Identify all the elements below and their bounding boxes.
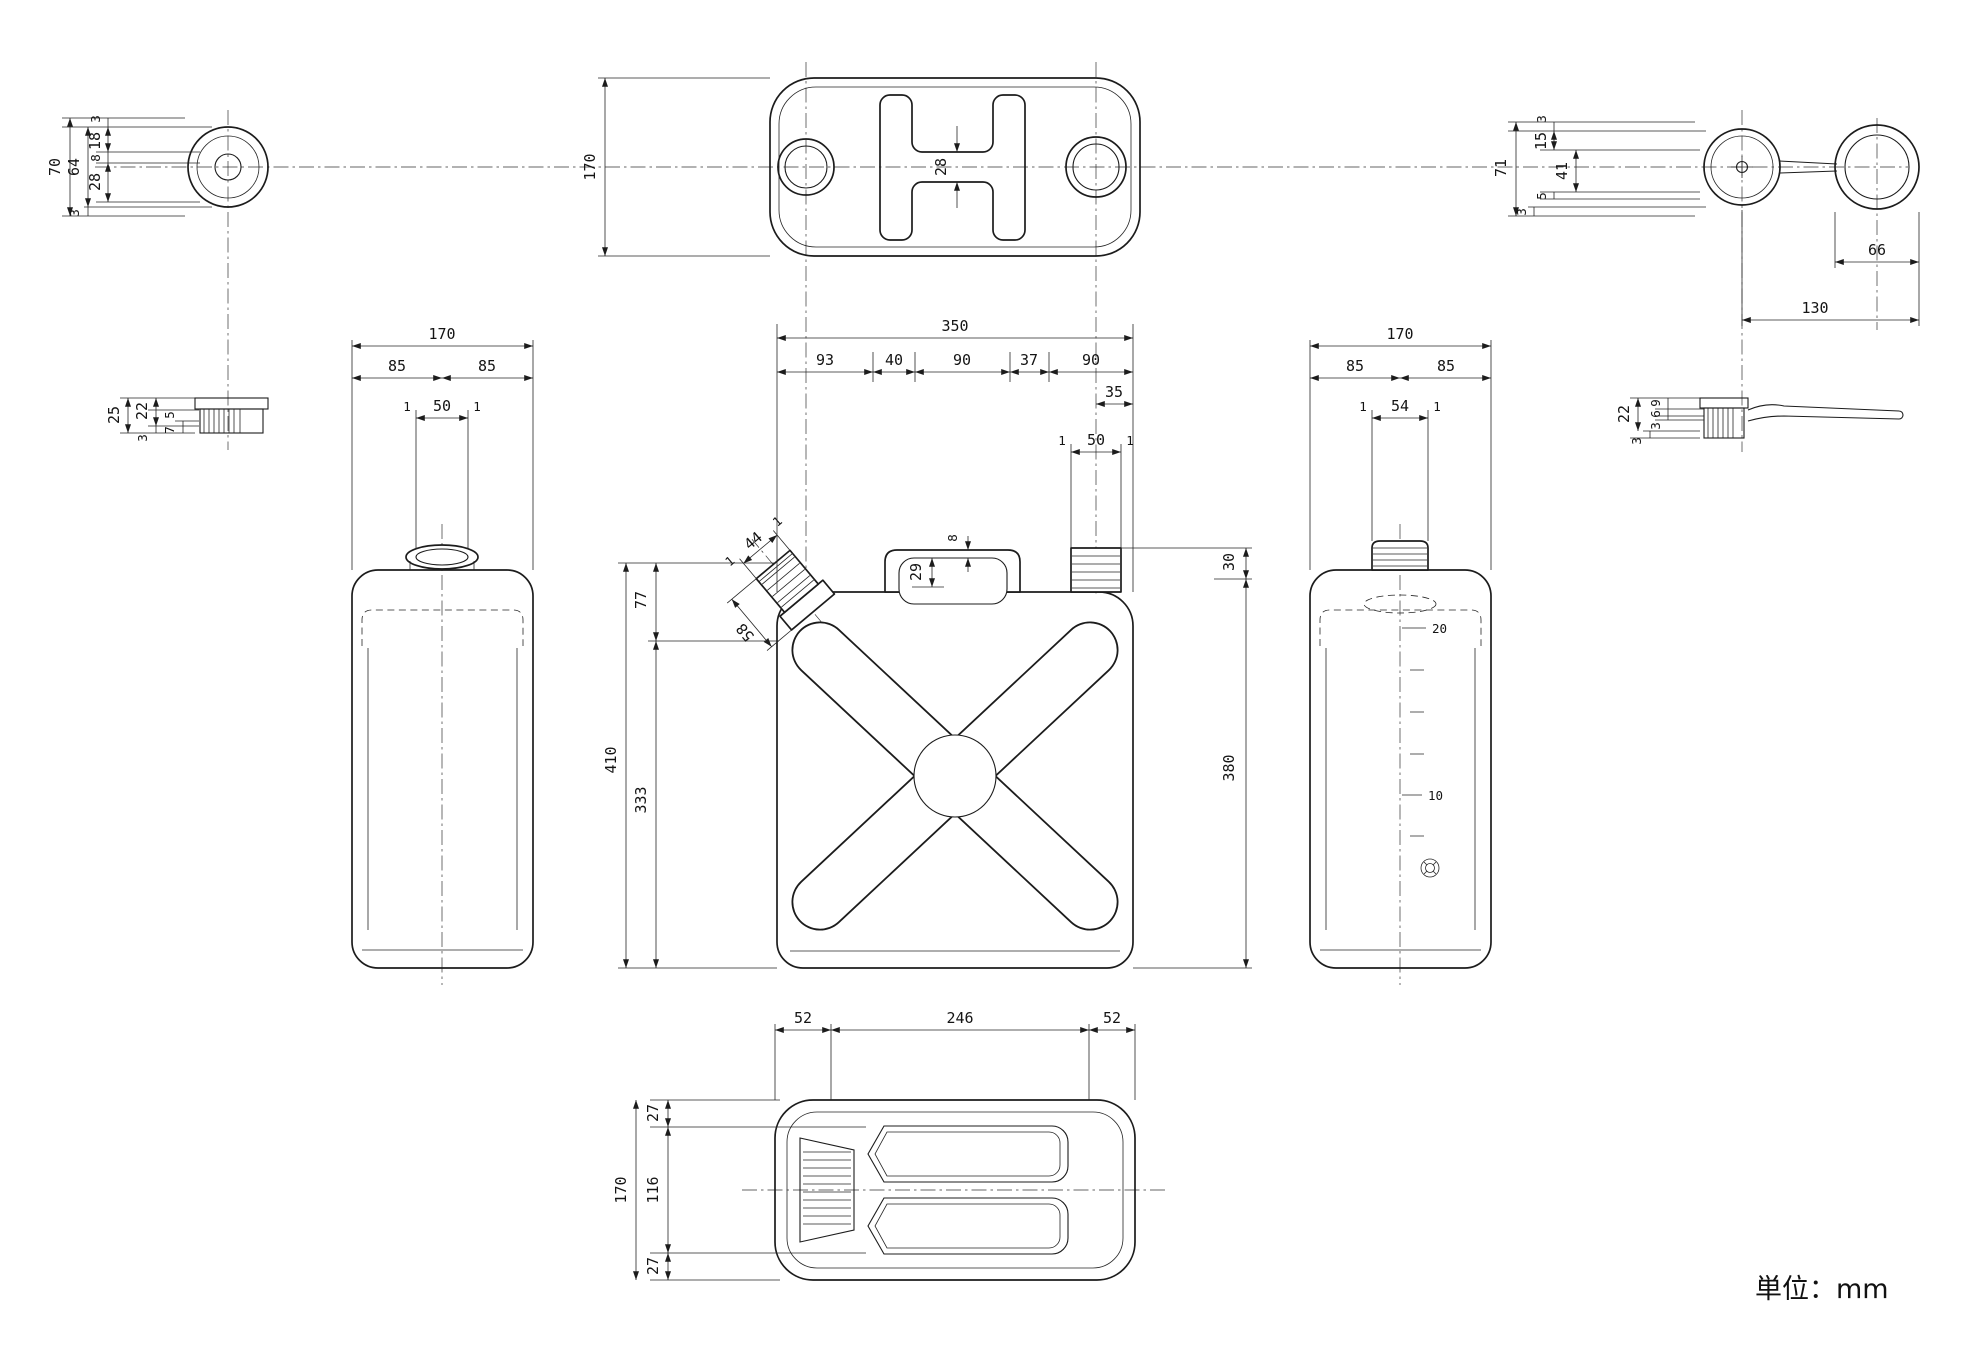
dim-label: 27: [644, 1257, 662, 1275]
dim-label: 3: [1534, 115, 1549, 123]
dim-label: 3: [1648, 422, 1663, 430]
dim-label: 380: [1220, 754, 1238, 781]
dim-label: 170: [612, 1176, 630, 1203]
dim-label: 64: [65, 158, 83, 176]
dim-label: 1: [473, 399, 481, 414]
dim-label: 6: [1648, 410, 1663, 418]
dim-label: 50: [1087, 431, 1105, 449]
dim-label: 170: [581, 153, 599, 180]
gauge-label: 10: [1428, 788, 1443, 803]
dim-label: 5: [162, 411, 177, 419]
bottom-view: 52 246 52 27 116 27 170: [612, 1009, 1136, 1281]
dim-label: 37: [1020, 351, 1038, 369]
dim-label: 66: [1868, 241, 1886, 259]
dim-label: 22: [1615, 405, 1633, 423]
dim-label: 28: [86, 173, 104, 191]
dim-label: 29: [907, 563, 925, 581]
dim-label: 90: [1082, 351, 1100, 369]
dim-label: 7: [162, 426, 177, 434]
dim-label: 93: [816, 351, 834, 369]
dim-label: 71: [1492, 159, 1510, 177]
dim-label: 85: [1437, 357, 1455, 375]
dim-label: 85: [388, 357, 406, 375]
dim-label: 3: [1629, 437, 1644, 445]
dim-label: 9: [1648, 399, 1663, 407]
dim-label: 410: [602, 746, 620, 773]
dim-label: 1: [722, 553, 737, 569]
cap-detail-right-view: 71 3 15 41 5 3 66 130: [1492, 115, 1920, 326]
cap-profile-right-view: 22 9 6 3 3: [1615, 397, 1904, 445]
dim-label: 8: [945, 534, 960, 542]
dim-label: 1: [1058, 433, 1066, 448]
dim-label: 54: [1391, 397, 1409, 415]
dim-label: 3: [88, 115, 103, 123]
dim-label: 3: [135, 434, 150, 442]
dim-label: 50: [433, 397, 451, 415]
dim-label: 5: [1534, 192, 1549, 200]
dim-label: 52: [794, 1009, 812, 1027]
dim-label: 27: [644, 1104, 662, 1122]
dim-label: 246: [946, 1009, 973, 1027]
vent-detail: [1420, 858, 1440, 878]
dim-label: 25: [105, 406, 123, 424]
dim-label: 35: [1105, 383, 1123, 401]
dim-label: 52: [1103, 1009, 1121, 1027]
neck-right: [1070, 547, 1122, 593]
dim-label: 350: [941, 317, 968, 335]
dim-label: 1: [403, 399, 411, 414]
dim-label: 116: [644, 1176, 662, 1203]
centerlines: [95, 62, 1908, 1191]
dim-label: 8: [88, 154, 103, 162]
dim-label: 30: [1220, 553, 1238, 571]
dim-label: 1: [1359, 399, 1367, 414]
recess-upper: [867, 1125, 1069, 1183]
dim-label: 18: [86, 132, 104, 150]
top-view: 28 170: [581, 77, 1141, 257]
dim-label: 170: [428, 325, 455, 343]
grip-ribs: [799, 1137, 855, 1243]
handle-cutout: [879, 94, 1026, 241]
level-gauge: 20 10: [1402, 621, 1447, 837]
dim-label: 1: [1126, 433, 1134, 448]
spout: 1 44 1 58: [722, 513, 836, 651]
dim-label: 70: [46, 158, 64, 176]
recess-lower: [867, 1197, 1069, 1255]
center-boss: [913, 734, 997, 818]
dim-label: 130: [1801, 299, 1828, 317]
dim-label: 3: [1514, 208, 1529, 216]
dim-label: 85: [1346, 357, 1364, 375]
dim-label: 1: [1433, 399, 1441, 414]
dim-label: 170: [1386, 325, 1413, 343]
side-view-right: 20 10 170 85 85 1 54 1: [1309, 325, 1492, 969]
gauge-label: 20: [1432, 621, 1447, 636]
dim-label: 41: [1553, 162, 1571, 180]
dim-label: 40: [885, 351, 903, 369]
dim-label: 28: [932, 158, 950, 176]
cap-profile-left-view: 25 22 5 7 3: [105, 397, 269, 442]
side-view-left: 170 85 85 1 50 1: [351, 325, 534, 969]
dim-label: 3: [67, 209, 82, 217]
body-outline: [776, 591, 1134, 969]
dim-label: 77: [632, 591, 650, 609]
dim-label: 44: [741, 528, 766, 553]
dim-label: 15: [1532, 132, 1550, 150]
dim-label: 85: [478, 357, 496, 375]
cap-detail-left-view: 70 64 3 18 8 28 3: [46, 115, 269, 217]
units-note: 単位：mm: [1755, 1274, 1889, 1305]
front-view: 1 44 1 58 350 93 40 90 37 90 35 1 50 1: [602, 317, 1252, 969]
dim-label: 22: [133, 402, 151, 420]
dim-label: 90: [953, 351, 971, 369]
dim-label: 333: [632, 786, 650, 813]
grip-slot: [898, 557, 1008, 605]
